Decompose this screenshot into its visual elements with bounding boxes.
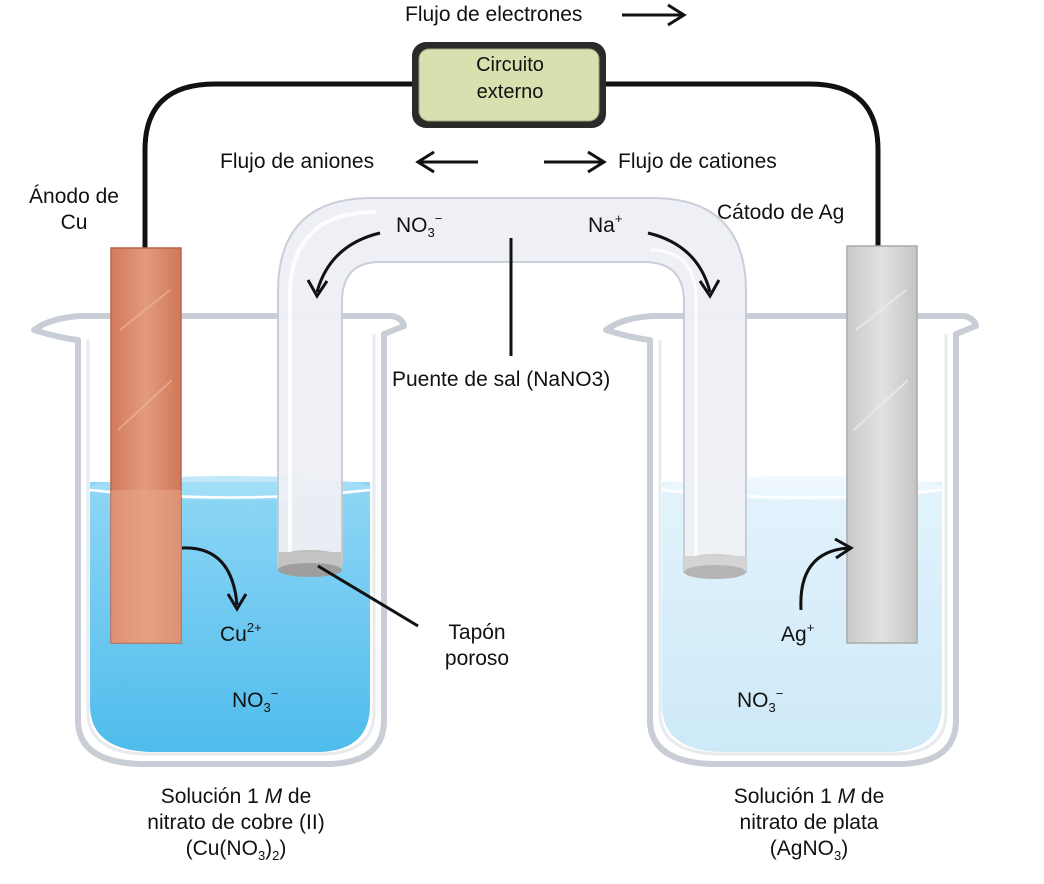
- anion-flow-label: Flujo de aniones: [220, 150, 375, 173]
- cu-ion-sup: 2+: [246, 620, 262, 635]
- na-bridge-arrow-icon: [647, 231, 712, 293]
- salt-bridge-label: Puente de sal (NaNO3): [392, 368, 611, 391]
- silver-cathode: [846, 245, 918, 644]
- anion-flow-arrow-icon: [415, 150, 478, 174]
- ag-ion-arrow-icon: [799, 546, 849, 611]
- bridge-no3-base: NO: [396, 214, 428, 237]
- left-formula-c: ): [279, 837, 287, 860]
- porous-plug-label: Tapón poroso: [424, 620, 530, 672]
- left-beaker: [31, 313, 407, 767]
- cu-ion-base: Cu: [220, 623, 247, 646]
- right-solution-caption: Solución 1 M de nitrato de plata (AgNO3): [689, 784, 929, 862]
- electron-flow-arrow-icon: [622, 3, 687, 27]
- cu-ion-label: Cu2+: [220, 620, 262, 648]
- electron-flow-label: Flujo de electrones: [405, 3, 583, 26]
- bridge-na-sup: +: [614, 211, 623, 226]
- cation-flow-arrow-icon: [544, 150, 607, 174]
- ag-ion-base: Ag: [781, 623, 807, 646]
- anode-label-line1: Ánodo de: [29, 185, 119, 208]
- left-formula-a: (Cu(NO: [185, 837, 258, 860]
- right-no3-sub: 3: [768, 700, 776, 715]
- left-caption-line3: (Cu(NO3)2): [116, 836, 356, 862]
- external-circuit-label: Circuito externo: [418, 52, 602, 106]
- anode-label: Ánodo de Cu: [14, 184, 134, 236]
- porous-plug-line1: Tapón: [448, 621, 506, 644]
- right-caption-pre: Solución 1: [733, 785, 838, 808]
- external-wire: [142, 81, 881, 248]
- right-caption-line3: (AgNO3): [689, 836, 929, 862]
- bridge-no3-ion-label: NO3−: [396, 211, 443, 240]
- left-no3-ion-label: NO3−: [232, 686, 279, 715]
- left-formula-b: ): [265, 837, 273, 860]
- anode-label-line2: Cu: [60, 211, 88, 234]
- left-caption-line2: nitrato de cobre (II): [147, 811, 325, 834]
- left-caption-post: de: [282, 785, 312, 808]
- ag-ion-label: Ag+: [781, 620, 815, 648]
- bridge-na-ion-label: Na+: [588, 211, 623, 239]
- right-no3-sup: −: [775, 686, 784, 701]
- left-formula-sub2: 2: [272, 848, 280, 863]
- right-no3-ion-label: NO3−: [737, 686, 784, 715]
- right-beaker: [603, 313, 979, 767]
- right-caption-line1: Solución 1 M de: [689, 784, 929, 810]
- left-formula-sub1: 3: [257, 848, 266, 863]
- left-caption-pre: Solución 1: [160, 785, 265, 808]
- left-caption-molar: M: [264, 785, 283, 808]
- cation-flow-label: Flujo de cationes: [618, 150, 777, 173]
- right-no3-base: NO: [737, 689, 769, 712]
- left-no3-sub: 3: [263, 700, 271, 715]
- ag-ion-sup: +: [806, 620, 815, 635]
- right-formula-b: ): [841, 837, 849, 860]
- circuit-label-line1: Circuito: [476, 54, 544, 76]
- cu-ion-arrow-icon: [181, 546, 239, 606]
- salt-bridge-tube: [277, 197, 747, 579]
- no3-bridge-arrow-icon: [315, 231, 381, 293]
- left-no3-sup: −: [270, 686, 279, 701]
- left-solution-caption: Solución 1 M de nitrato de cobre (II) (C…: [116, 784, 356, 862]
- right-caption-line2: nitrato de plata: [739, 811, 879, 834]
- right-formula-sub: 3: [833, 848, 842, 863]
- right-caption-post: de: [855, 785, 885, 808]
- porous-plug-line2: poroso: [444, 647, 510, 670]
- bridge-no3-sub: 3: [427, 225, 435, 240]
- left-caption-line1: Solución 1 M de: [116, 784, 356, 810]
- circuit-label-line2: externo: [476, 81, 544, 103]
- right-formula-a: (AgNO: [769, 837, 834, 860]
- right-caption-molar: M: [837, 785, 856, 808]
- bridge-no3-sup: −: [434, 211, 443, 226]
- cathode-label: Cátodo de Ag: [717, 201, 845, 224]
- porous-plug-leader-line: [317, 564, 419, 628]
- copper-anode: [110, 247, 182, 644]
- bridge-na-base: Na: [588, 214, 615, 237]
- left-no3-base: NO: [232, 689, 264, 712]
